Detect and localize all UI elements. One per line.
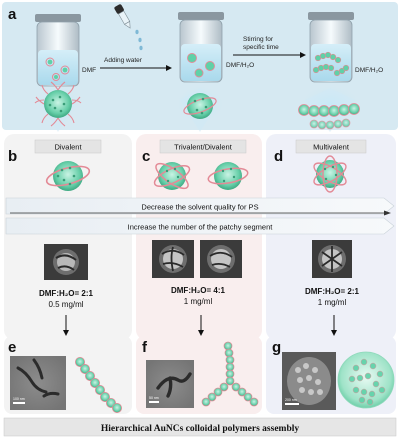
process-arrow-2-head	[300, 52, 306, 58]
divalent-particle-c	[207, 162, 249, 190]
process-arrow-1-head	[166, 65, 172, 71]
solvent-quality-arrow: Decrease the solvent quality for PS	[5, 197, 395, 215]
title-box-divalent	[34, 139, 102, 154]
tem-image-e: 100 nm	[10, 356, 66, 410]
step-stirring-line-1: Stirring for	[243, 36, 274, 43]
tem-image-c2	[200, 240, 242, 278]
concentration-d: 1 mg/ml	[318, 298, 347, 307]
chain-schematic-e	[75, 356, 123, 413]
divalent-particle	[45, 161, 91, 191]
down-arrow-icon-b	[63, 315, 69, 336]
step-stirring-line-2: specific time	[243, 44, 279, 51]
column-d-background	[266, 134, 396, 340]
solvent-label-3: DMF/H₂O	[355, 67, 383, 74]
tem-image-g: 200 nm	[282, 352, 336, 410]
column-title-multivalent: Multivalent	[313, 143, 350, 152]
panel-g-letter: g	[272, 339, 281, 356]
scale-bar-f: 50 nm	[149, 396, 159, 400]
title-box-multivalent	[295, 139, 367, 154]
panel-a-letter: a	[8, 6, 17, 23]
scale-bar-e: 100 nm	[13, 397, 25, 401]
patchy-segment-label: Increase the number of the patchy segmen…	[128, 223, 274, 232]
panel-b-letter: b	[8, 148, 17, 165]
solvent-quality-label: Decrease the solvent quality for PS	[141, 203, 258, 212]
trivalent-particle	[153, 162, 191, 190]
down-arrow-icon-c	[198, 315, 204, 336]
dropper-icon	[114, 4, 143, 51]
tem-image-d	[312, 240, 352, 278]
footer-bar	[3, 417, 397, 437]
tem-image-b	[44, 244, 88, 280]
patchy-segment-arrow: Increase the number of the patchy segmen…	[5, 210, 395, 235]
tem-image-f: 50 nm	[146, 360, 194, 408]
column-c-background	[136, 134, 262, 340]
ratio-d: DMF:H₂O= 2:1	[305, 287, 360, 296]
solvent-label-1: DMF	[82, 67, 96, 74]
footer-caption: Hierarchical AuNCs colloidal polymers as…	[101, 424, 300, 434]
column-title-trivalent: Trivalent/Divalent	[174, 143, 233, 152]
panel-c-letter: c	[142, 148, 150, 165]
vial-dmf	[34, 14, 82, 132]
concentration-c: 1 mg/ml	[184, 297, 213, 306]
ratio-c: DMF:H₂O= 4:1	[171, 286, 226, 295]
vial-dmf-water-2	[298, 12, 362, 132]
vial-dmf-water-1	[174, 12, 226, 132]
title-box-trivalent	[159, 139, 247, 154]
column-title-divalent: Divalent	[54, 143, 82, 152]
concentration-b: 0.5 mg/ml	[48, 300, 83, 309]
panel-d-letter: d	[274, 148, 283, 165]
panel-f-letter: f	[142, 339, 148, 356]
globular-assembly-g	[337, 351, 395, 409]
step-adding-water: Adding water	[104, 57, 143, 64]
ratio-b: DMF:H₂O= 2:1	[39, 289, 94, 298]
multivalent-particle	[313, 155, 347, 193]
panel-e-letter: e	[8, 339, 16, 356]
solvent-label-2: DMF/H₂O	[226, 62, 254, 69]
tem-image-c1	[152, 240, 194, 278]
chain-schematic-f	[201, 341, 259, 407]
scale-bar-g: 200 nm	[285, 398, 297, 402]
column-b-background	[4, 134, 132, 340]
down-arrow-icon-d	[331, 315, 337, 336]
